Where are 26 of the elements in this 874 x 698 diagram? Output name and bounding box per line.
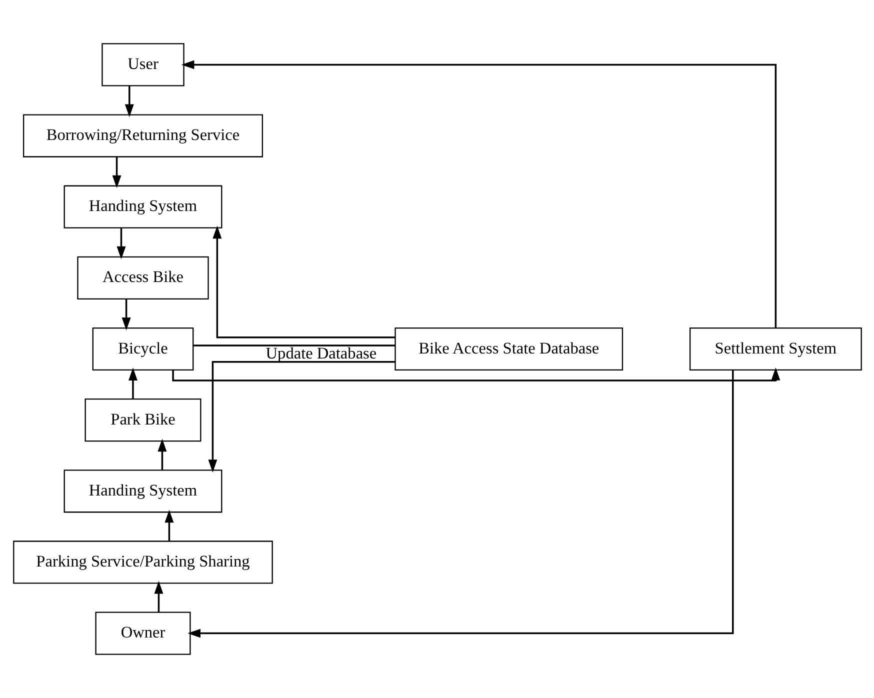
- arrow: [116, 228, 126, 260]
- arrow: [172, 368, 780, 382]
- node-box: Borrowing/Returning Service: [22, 114, 263, 158]
- node-box: Bike Access State Database: [394, 327, 623, 371]
- node-box: Access Bike: [76, 256, 208, 300]
- arrow: [212, 226, 395, 338]
- node-box: Parking Service/Parking Sharing: [12, 540, 272, 584]
- arrow: [112, 157, 121, 188]
- connector: [192, 344, 395, 346]
- arrow: [208, 360, 395, 472]
- node-box: Park Bike: [84, 398, 201, 442]
- node-box: Handing System: [63, 470, 222, 513]
- arrow: [124, 86, 134, 118]
- arrow: [180, 60, 776, 328]
- node-box: Settlement System: [688, 327, 862, 371]
- arrow: [154, 580, 163, 612]
- arrow: [128, 368, 137, 399]
- edge-label: Update Database: [265, 344, 376, 363]
- arrow: [164, 510, 174, 541]
- arrow: [187, 370, 734, 638]
- arrow: [157, 438, 166, 470]
- node-box: User: [101, 43, 184, 86]
- node-box: Handing System: [63, 185, 222, 228]
- node-box: Owner: [94, 612, 190, 655]
- node-box: Bicycle: [92, 327, 194, 371]
- arrow: [121, 299, 130, 330]
